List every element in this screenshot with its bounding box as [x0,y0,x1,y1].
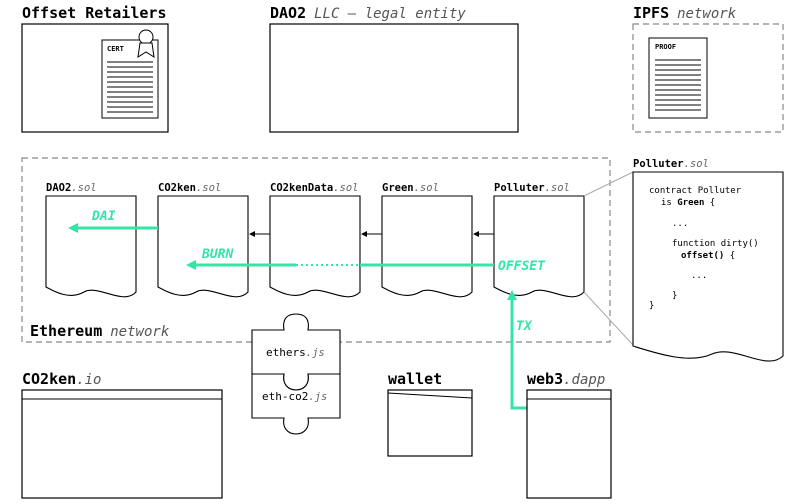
tx-arrow-head [507,290,517,300]
contract-co2ken-document [157,195,249,298]
dai-label: DAI [91,209,116,224]
contract-green-document [381,195,473,298]
web3-dapp-title: web3 [527,370,563,388]
dai-flow: DAI [68,209,158,233]
tx-arrow-line [510,298,527,410]
contract-polluter: Polluter.sol [493,182,585,298]
proof-label: PROOF [655,43,676,51]
contract-polluter-document [493,195,585,298]
co2ken-io-title: CO2ken [22,370,76,388]
co2ken-io-heading: CO2ken.io [22,370,101,388]
contract-green: Green.sol [381,182,473,298]
code-panel-title: Polluter.sol [633,158,709,170]
ipfs-group: IPFS network PROOF [632,4,784,133]
certificate-icon: CERT [101,29,159,119]
wallet-flap-line [387,392,473,399]
web3-dapp-heading: web3.dapp [527,370,605,388]
wallet-group: wallet [387,370,473,457]
ipfs-title: IPFS [633,4,669,22]
web3-dapp-window [526,389,612,499]
ethereum-subtitle: network [110,324,170,340]
ipfs-subtitle: network [677,6,737,22]
code-line-3: ... [672,219,688,229]
ethers-js-label: ethers.js [266,346,325,359]
contract-co2kendata-label: CO2kenData.sol [270,182,359,194]
contract-polluter-label: Polluter.sol [494,182,570,194]
code-panel-document [632,171,784,362]
code-line-8: } [649,301,654,311]
burn-offset-flow: BURN OFFSET [186,247,546,274]
co2ken-io-browser-window [21,389,223,499]
co2ken-io-subtitle: .io [76,372,101,388]
dai-arrow-head [68,223,78,233]
contract-co2kendata: CO2kenData.sol [269,182,361,298]
js-libraries: ethers.js eth-co2.js [251,313,341,435]
burn-arrow-head [186,260,196,270]
ethereum-title: Ethereum [30,322,102,340]
contract-dao2-label: DAO2.sol [46,182,97,194]
code-panel-connector-bottom [583,291,634,346]
ipfs-box [632,23,784,133]
contract-co2ken: CO2ken.sol [157,182,249,298]
offset-retailers-group: Offset Retailers CERT [21,4,169,133]
contract-dao2-document [45,195,137,298]
dao2-title: DAO2 [270,4,306,22]
dao2-group: DAO2 LLC — legal entity [269,4,519,133]
code-line-7: } [672,291,677,301]
cert-label: CERT [107,45,124,53]
contract-dao2: DAO2.sol [45,182,137,298]
ipfs-heading: IPFS network [633,4,737,22]
dao2-subtitle: LLC — legal entity [314,6,466,22]
tx-flow: TX [507,290,533,410]
wallet-title: wallet [388,370,442,388]
contract-co2kendata-document [269,195,361,298]
wallet-box [387,389,473,457]
web3-dapp-subtitle: .dapp [563,372,605,388]
web3-dapp-group: web3.dapp [526,370,612,499]
code-line-1: contract Polluter [649,186,742,196]
code-panel-connector-top [583,171,634,197]
burn-label: BURN [201,247,233,262]
code-line-4: function dirty() [672,239,759,249]
code-panel: Polluter.sol contract Polluter is Green … [632,158,784,362]
eth-co2-js-label: eth-co2.js [262,390,327,403]
proof-document-icon: PROOF [648,37,708,119]
dao2-heading: DAO2 LLC — legal entity [270,4,466,22]
ethereum-heading: Ethereum network [30,322,170,340]
co2ken-io-group: CO2ken.io [21,370,223,499]
eth-co2-js-piece [251,373,341,435]
contract-co2ken-label: CO2ken.sol [158,182,221,194]
code-line-5: offset() { [681,251,735,261]
code-line-2: is Green { [661,198,715,208]
contract-green-label: Green.sol [382,182,439,194]
offset-label: OFFSET [498,259,546,274]
tx-label: TX [516,319,533,334]
offset-retailers-title: Offset Retailers [22,4,167,22]
code-line-6: ... [691,271,707,281]
dao2-box [269,23,519,133]
